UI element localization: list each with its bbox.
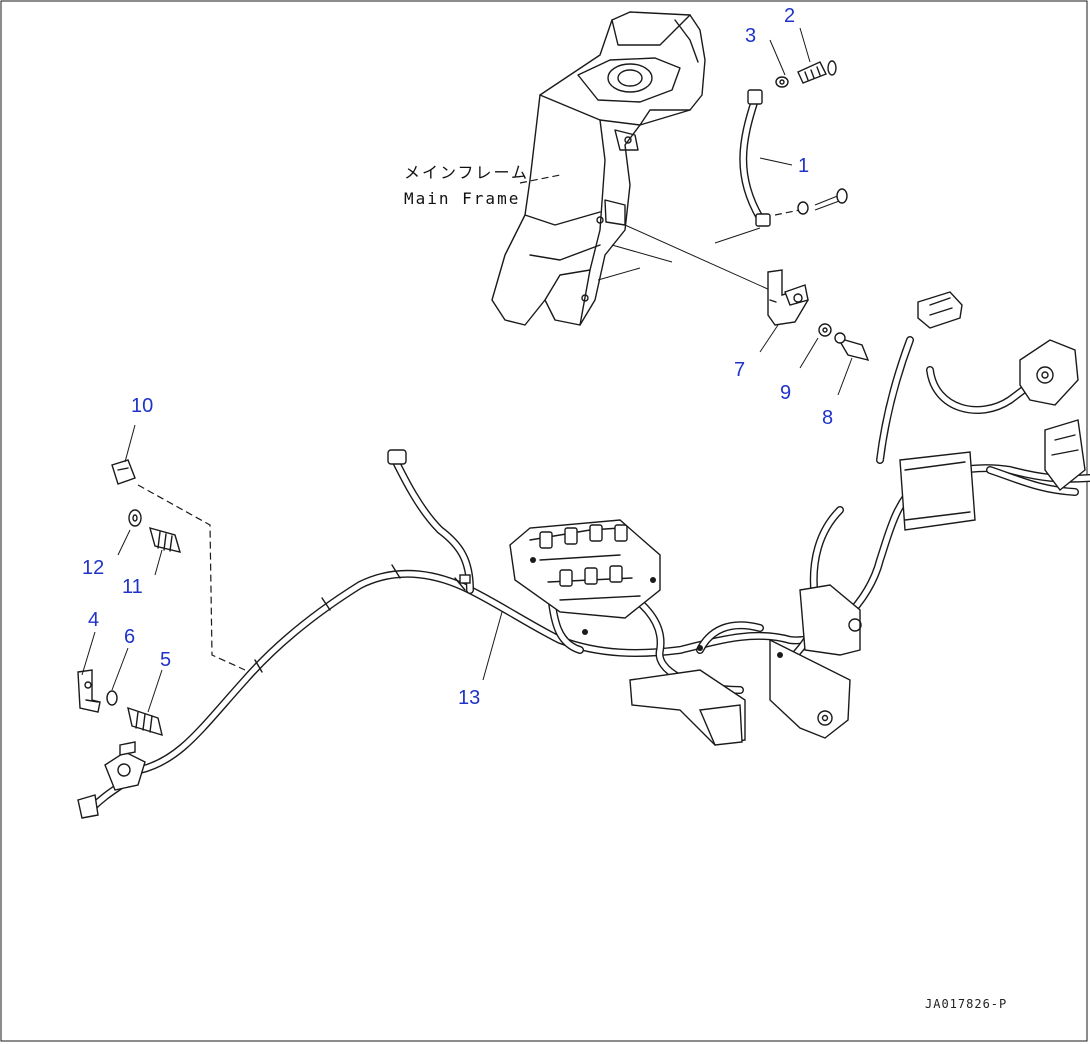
callout-13: 13 (458, 687, 480, 709)
bracket-assembly (624, 224, 870, 396)
frame-label-japanese: メインフレーム (404, 163, 529, 182)
callout-12: 12 (82, 557, 104, 579)
callout-2: 2 (784, 5, 795, 27)
callout-5: 5 (160, 649, 171, 671)
main-frame-drawing (491, 11, 706, 326)
wiring-harness (77, 291, 1090, 819)
callout-9: 9 (780, 382, 791, 404)
ground-strap-assembly (714, 27, 848, 244)
callout-10: 10 (131, 395, 153, 417)
callout-4: 4 (88, 609, 99, 631)
callout-3: 3 (745, 25, 756, 47)
callout-11: 11 (122, 576, 143, 598)
callout-7: 7 (734, 359, 745, 381)
frame-label-english: Main Frame (404, 189, 520, 208)
drawing-code: JA017826-P (925, 997, 1007, 1011)
callout-6: 6 (124, 626, 135, 648)
left-parts (77, 424, 246, 737)
callout-1: 1 (798, 155, 809, 177)
callout-8: 8 (822, 407, 833, 429)
